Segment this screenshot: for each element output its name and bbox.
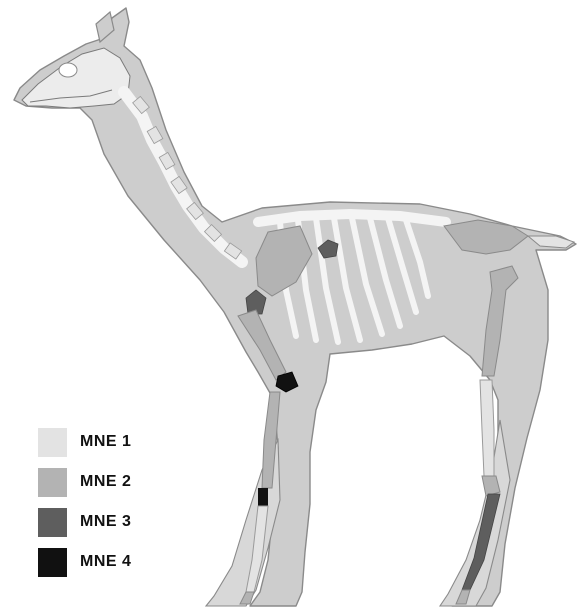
carpal — [258, 488, 268, 506]
legend-swatch — [38, 468, 67, 497]
legend-item-mne4: MNE 4 — [38, 544, 238, 584]
legend-item-mne1: MNE 1 — [38, 424, 238, 464]
legend-label: MNE 1 — [80, 433, 131, 451]
legend-label: MNE 4 — [80, 553, 131, 571]
legend-item-mne2: MNE 2 — [38, 464, 238, 504]
legend-label: MNE 2 — [80, 473, 131, 491]
legend-swatch — [38, 428, 67, 457]
legend: MNE 1 MNE 2 MNE 3 MNE 4 — [38, 424, 238, 584]
legend-swatch — [38, 508, 67, 537]
legend-label: MNE 3 — [80, 513, 131, 531]
legend-item-mne3: MNE 3 — [38, 504, 238, 544]
eye-socket — [59, 63, 77, 77]
legend-swatch — [38, 548, 67, 577]
tibia — [480, 380, 494, 476]
